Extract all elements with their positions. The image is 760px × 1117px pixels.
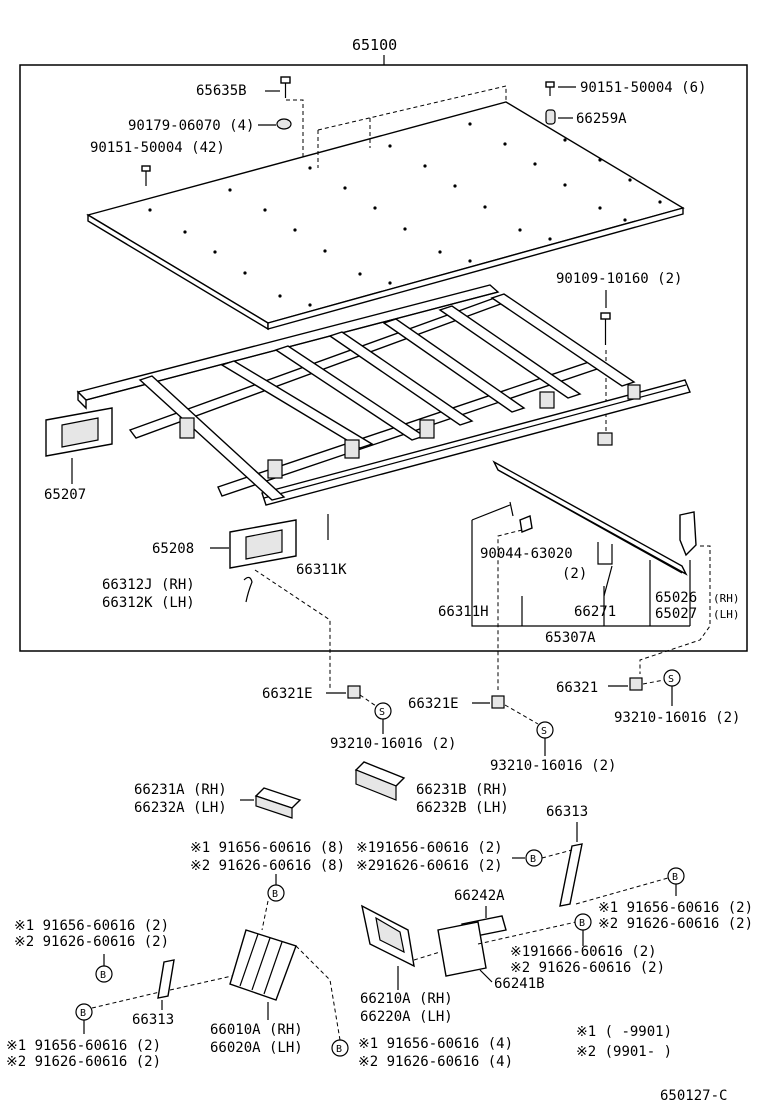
cushion-66321E-a (347, 685, 361, 699)
label-66242A: 66242A (454, 888, 505, 904)
label-90179: 90179-06070 (4) (128, 118, 254, 134)
deck-panel (86, 101, 685, 331)
bracket-line-65307A (471, 520, 690, 627)
m1-4: ※1 91656-60616 (4) (358, 1036, 513, 1052)
label-66210A: 66210A (RH) (360, 991, 453, 1007)
label-65635B: 65635B (196, 83, 247, 99)
spacer-66259A (545, 109, 556, 125)
label-66312J: 66312J (RH) (102, 577, 195, 593)
bolt-65635B (280, 76, 291, 98)
pin-66311H (509, 501, 514, 517)
circle-s-b: S (541, 726, 547, 737)
label-66271: 66271 (574, 604, 616, 620)
circle-b-c: B (672, 872, 678, 883)
label-66311H: 66311H (438, 604, 489, 620)
circle-b-f: B (100, 970, 106, 981)
rail-65307A (492, 460, 688, 576)
label-66220A: 66220A (LH) (360, 1009, 453, 1025)
m1-8-left: ※1 91656-60616 (8) (190, 840, 345, 856)
label-65026: 65026 (655, 590, 697, 606)
assembly-number: 65100 (352, 36, 397, 54)
bracket-65026 (679, 511, 697, 557)
circle-b-b: B (272, 889, 278, 900)
gusset-65208 (229, 519, 297, 569)
label-66312K: 66312K (LH) (102, 595, 195, 611)
nut-90179 (276, 118, 292, 130)
screw-90151-6 (545, 81, 555, 96)
m2-2-left-top: ※2 91626-60616 (2) (14, 934, 169, 950)
label-66313-a: 66313 (546, 804, 588, 820)
label-66259A: 66259A (576, 111, 627, 127)
circle-s-c: S (668, 674, 674, 685)
m2-2-left-bottom: ※2 91626-60616 (2) (6, 1054, 161, 1070)
m2-2-farright: ※2 91626-60616 (2) (598, 916, 753, 932)
m1-8-right: ※191656-60616 (2) (356, 840, 503, 856)
label-65026-side: (RH) (713, 592, 740, 605)
cushion-66321 (629, 677, 643, 691)
label-66313-b: 66313 (132, 1012, 174, 1028)
label-90151-6: 90151-50004 (6) (580, 80, 706, 96)
label-65027: 65027 (655, 606, 697, 622)
bolt-90109 (600, 312, 611, 345)
label-66232B: 66232B (LH) (416, 800, 509, 816)
label-65208: 65208 (152, 541, 194, 557)
m1-2-left-top: ※1 91656-60616 (2) (14, 918, 169, 934)
bolt-b-e (331, 1039, 349, 1057)
circle-b-d: B (579, 918, 585, 929)
label-66232A: 66232A (LH) (134, 800, 227, 816)
label-66241B: 66241B (494, 976, 545, 992)
label-93210-a: 93210-16016 (2) (330, 736, 456, 752)
circle-b-a: B (530, 854, 536, 865)
deck-bolt-holes (148, 122, 662, 307)
bracket-under-bolt (597, 432, 613, 446)
label-66010A: 66010A (RH) (210, 1022, 303, 1038)
assembly-frame (19, 64, 748, 652)
label-93210-c: 93210-16016 (2) (614, 710, 740, 726)
note-2: ※2 (9901- ) (576, 1044, 672, 1060)
label-66321: 66321 (556, 680, 598, 696)
sub-frame (76, 284, 691, 506)
cushion-66321E-b (491, 695, 505, 709)
drawing-code: 650127-C (660, 1088, 727, 1104)
label-66311K: 66311K (296, 562, 347, 578)
m2-8-right: ※291626-60616 (2) (356, 858, 503, 874)
label-65207: 65207 (44, 487, 86, 503)
plate-66241B (437, 921, 487, 977)
label-93210-b: 93210-16016 (2) (490, 758, 616, 774)
clip-66271 (597, 542, 613, 565)
label-66020A: 66020A (LH) (210, 1040, 303, 1056)
label-66231A: 66231A (RH) (134, 782, 227, 798)
label-90151-42: 90151-50004 (42) (90, 140, 225, 156)
label-90044: 90044-63020 (480, 546, 573, 562)
circle-b-e: B (336, 1044, 342, 1055)
label-66321E-a: 66321E (262, 686, 313, 702)
gusset-65207 (45, 407, 113, 457)
note-1: ※1 ( -9901) (576, 1024, 672, 1040)
m1-2-left-bottom: ※1 91656-60616 (2) (6, 1038, 161, 1054)
m2-8-left: ※2 91626-60616 (8) (190, 858, 345, 874)
stay-66313-b (157, 959, 175, 999)
mudguard-66010A (229, 929, 297, 1001)
m2-4: ※2 91626-60616 (4) (358, 1054, 513, 1070)
clip-90044 (519, 515, 533, 533)
label-66231B: 66231B (RH) (416, 782, 509, 798)
screw-90151-42 (141, 165, 151, 186)
label-90044-qty: (2) (562, 566, 587, 582)
hook-66312 (243, 576, 253, 603)
m1-2-mid: ※191666-60616 (2) (510, 944, 657, 960)
label-65027-side: (LH) (713, 608, 740, 621)
label-65307A: 65307A (545, 630, 596, 646)
m2-2-mid: ※2 91626-60616 (2) (510, 960, 665, 976)
m1-2-farright: ※1 91656-60616 (2) (598, 900, 753, 916)
label-90109: 90109-10160 (2) (556, 271, 682, 287)
stay-66313-a (559, 843, 583, 907)
circle-b-g: B (80, 1008, 86, 1019)
label-66321E-b: 66321E (408, 696, 459, 712)
circle-s-a: S (379, 707, 385, 718)
